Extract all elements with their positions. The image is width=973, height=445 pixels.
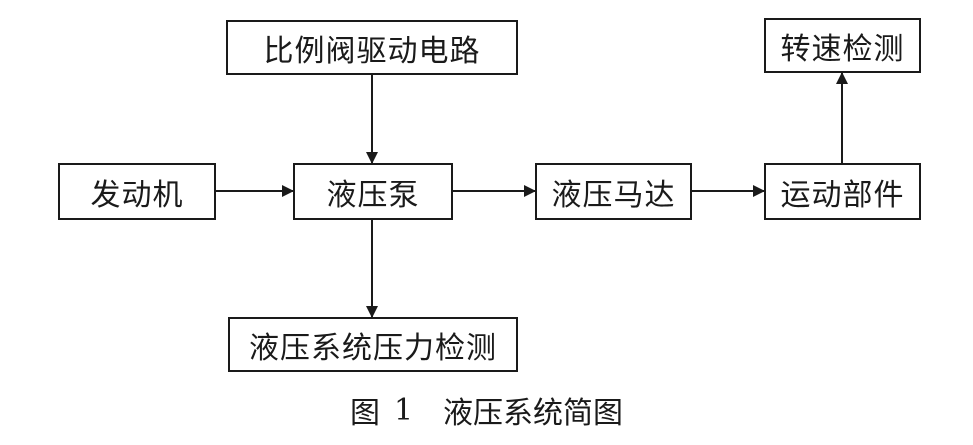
caption-title: 液压系统简图 xyxy=(443,396,624,431)
box-hydraulic-pump: 液压泵 xyxy=(293,163,453,220)
caption-number: 1 xyxy=(393,392,414,428)
box-pressure-detection: 液压系统压力检测 xyxy=(228,317,518,372)
caption-label: 图 xyxy=(349,396,380,431)
figure-caption: 图 1 液压系统简图 xyxy=(0,384,973,436)
box-engine: 发动机 xyxy=(58,163,216,220)
box-moving-parts: 运动部件 xyxy=(764,163,921,220)
box-proportional-valve-driver: 比例阀驱动电路 xyxy=(226,20,518,75)
box-hydraulic-motor: 液压马达 xyxy=(535,163,692,220)
box-speed-detection: 转速检测 xyxy=(764,18,921,73)
